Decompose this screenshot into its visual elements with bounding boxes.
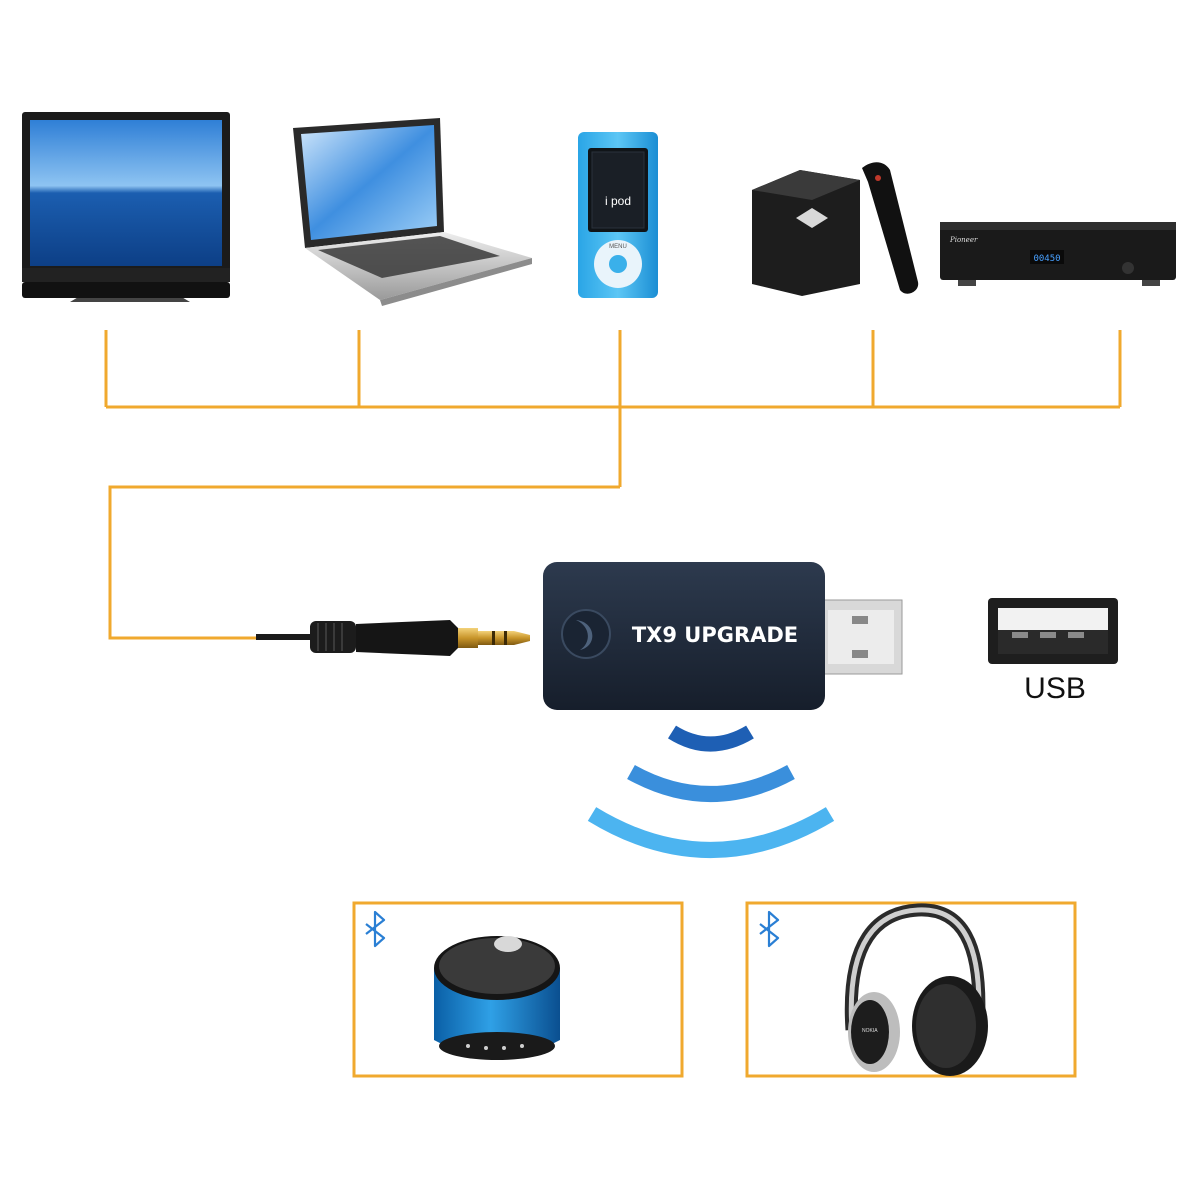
bluetooth-icon: [759, 910, 780, 948]
tv-box-icon: [752, 162, 919, 296]
ipod-wheel-label: MENU: [609, 244, 627, 250]
transmitter-dongle: TX9 UPGRADE: [543, 562, 903, 710]
usb-label: USB: [1024, 672, 1086, 705]
brand-logo-icon: [561, 609, 611, 659]
headphones-icon: NOKIA: [844, 903, 988, 1076]
speaker-frame: [352, 901, 684, 1078]
bluetooth-icon: [365, 910, 386, 948]
laptop-icon: [293, 118, 532, 306]
ipod-icon: i pod MENU: [578, 132, 658, 298]
bluetooth-signal-waves: [587, 725, 835, 858]
headphones-brand-text: NOKIA: [862, 1028, 878, 1034]
bluetooth-speaker-icon: [434, 936, 560, 1060]
ipod-screen-text: i pod: [605, 194, 631, 208]
usb-port-icon: [988, 598, 1118, 664]
connector-lines: [104, 330, 1122, 640]
player-brand-text: Pioneer: [949, 236, 978, 244]
player-display-text: 00450: [1033, 254, 1060, 264]
audio-cable-icon: [256, 620, 530, 656]
tv-icon: [22, 112, 230, 302]
blu-ray-player-icon: 00450 Pioneer: [940, 222, 1176, 286]
transmitter-label: TX9 UPGRADE: [632, 623, 798, 647]
headphones-frame: [745, 901, 1077, 1078]
